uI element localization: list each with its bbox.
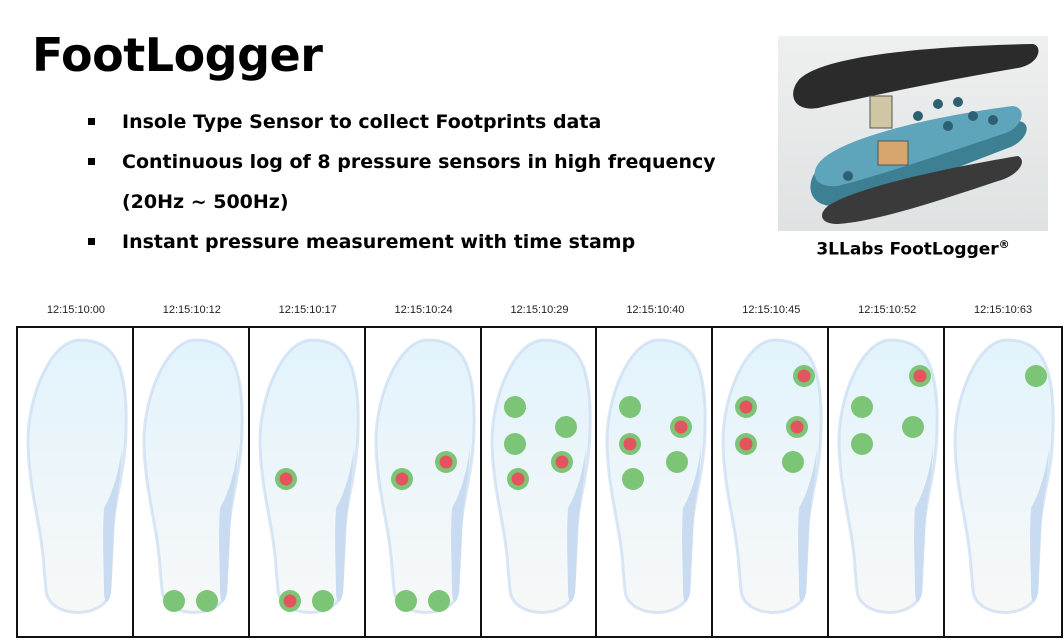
sensor-dot-medial-forefoot-2 xyxy=(851,433,874,455)
timestamp-label: 12:15:10:17 xyxy=(278,304,337,316)
feature-item: Insole Type Sensor to collect Footprints… xyxy=(88,102,716,142)
insole-outline xyxy=(374,338,476,614)
sensor-dot-toe xyxy=(1025,365,1048,387)
insole-arch-shading xyxy=(218,448,238,602)
timestamp-label: 12:15:10:12 xyxy=(162,304,221,316)
sensor-dot-medial-forefoot-2 xyxy=(503,433,526,455)
timestamp-label: 12:15:10:63 xyxy=(973,304,1033,316)
high-pressure-dot xyxy=(623,437,637,451)
footprint-frame xyxy=(134,328,250,636)
feature-item: Instant pressure measurement with time s… xyxy=(88,222,716,262)
footprint-frame xyxy=(945,328,1061,636)
insole-diagram xyxy=(490,338,592,614)
product-photo xyxy=(778,36,1048,231)
timestamp-label: 12:15:10:40 xyxy=(626,304,685,316)
registered-mark: ® xyxy=(998,238,1010,251)
insole-arch-shading xyxy=(1030,448,1050,602)
timestamp-label: 12:15:10:24 xyxy=(394,304,453,316)
insole-arch-shading xyxy=(914,448,934,602)
high-pressure-dot xyxy=(511,472,525,486)
high-pressure-dot xyxy=(797,369,811,383)
high-pressure-dot xyxy=(283,594,297,608)
insole-arch-shading xyxy=(566,448,586,602)
bullet-square-icon xyxy=(88,238,95,245)
insole-outline xyxy=(142,338,244,614)
sensor-dot-lateral-forefoot-1 xyxy=(902,416,925,438)
feature-list: Insole Type Sensor to collect Footprints… xyxy=(88,102,716,262)
bullet-square-icon xyxy=(88,158,95,165)
sensor-dot-medial-forefoot-1 xyxy=(503,396,526,418)
timestamp-label: 12:15:10:29 xyxy=(510,304,569,316)
sensor-dot-lateral-forefoot-2 xyxy=(666,451,689,473)
footprint-frame xyxy=(597,328,714,636)
sensor-dot-heel-medial xyxy=(162,590,185,612)
insole-arch-shading xyxy=(334,448,354,602)
footprint-sequence xyxy=(16,326,1063,638)
footprint-frame xyxy=(482,328,598,636)
high-pressure-dot xyxy=(279,472,293,486)
insole-diagram xyxy=(837,338,939,614)
insole-arch-shading xyxy=(103,448,122,602)
insole-diagram xyxy=(142,338,244,614)
insole-diagram xyxy=(953,338,1055,614)
high-pressure-dot xyxy=(913,369,927,383)
footprint-frame xyxy=(829,328,946,636)
exploded-insole-illustration xyxy=(793,44,1039,224)
sensor-dot-lateral-forefoot-2 xyxy=(782,451,805,473)
sensor-dot-heel-lateral xyxy=(427,590,450,612)
high-pressure-dot xyxy=(555,455,569,469)
timestamp-label: 12:15:10:52 xyxy=(858,304,917,316)
insole-arch-shading xyxy=(798,448,818,602)
product-caption: 3LLabs FootLogger® xyxy=(778,238,1048,260)
feature-text: Insole Type Sensor to collect Footprints… xyxy=(122,111,602,133)
insole-diagram xyxy=(374,338,476,614)
insole-arch-shading xyxy=(682,448,702,602)
high-pressure-dot xyxy=(439,455,453,469)
footprint-frame xyxy=(366,328,482,636)
insole-diagram xyxy=(605,338,708,614)
high-pressure-dot xyxy=(790,420,804,434)
high-pressure-dot xyxy=(395,472,409,486)
high-pressure-dot xyxy=(739,400,753,414)
sensor-dot-medial-forefoot-3 xyxy=(622,468,645,490)
feature-item: Continuous log of 8 pressure sensors in … xyxy=(88,142,716,222)
feature-text: Continuous log of 8 pressure sensors in … xyxy=(122,151,716,173)
timestamp-row: 12:15:10:00 12:15:10:12 12:15:10:17 12:15:1… xyxy=(16,304,1063,324)
insole-diagram xyxy=(721,338,824,614)
sensor-dot-lateral-forefoot-1 xyxy=(554,416,577,438)
high-pressure-dot xyxy=(674,420,688,434)
feature-text: Instant pressure measurement with time s… xyxy=(122,231,636,253)
sensor-dot-medial-forefoot-1 xyxy=(619,396,642,418)
insole-arch-shading xyxy=(450,448,470,602)
insole-diagram xyxy=(258,338,360,614)
footprint-frame xyxy=(713,328,830,636)
insole-outline xyxy=(258,338,360,614)
sensor-dot-medial-forefoot-1 xyxy=(851,396,874,418)
high-pressure-dot xyxy=(739,437,753,451)
insole-outline xyxy=(953,338,1055,614)
timestamp-label: 12:15:10:45 xyxy=(742,304,801,316)
timestamp-label: 12:15:10:00 xyxy=(46,304,105,316)
bullet-square-icon xyxy=(88,118,95,125)
footprint-frame xyxy=(250,328,366,636)
feature-text-continuation: (20Hz ~ 500Hz) xyxy=(122,191,289,213)
product-caption-text: 3LLabs FootLogger xyxy=(816,239,999,260)
insole-diagram xyxy=(26,338,128,614)
sensor-dot-heel-lateral xyxy=(311,590,334,612)
insole-outline xyxy=(26,338,128,614)
sensor-dot-heel-medial xyxy=(394,590,417,612)
sensor-dot-heel-lateral xyxy=(195,590,218,612)
slide-title: FootLogger xyxy=(32,28,323,82)
footprint-frame xyxy=(18,328,134,636)
